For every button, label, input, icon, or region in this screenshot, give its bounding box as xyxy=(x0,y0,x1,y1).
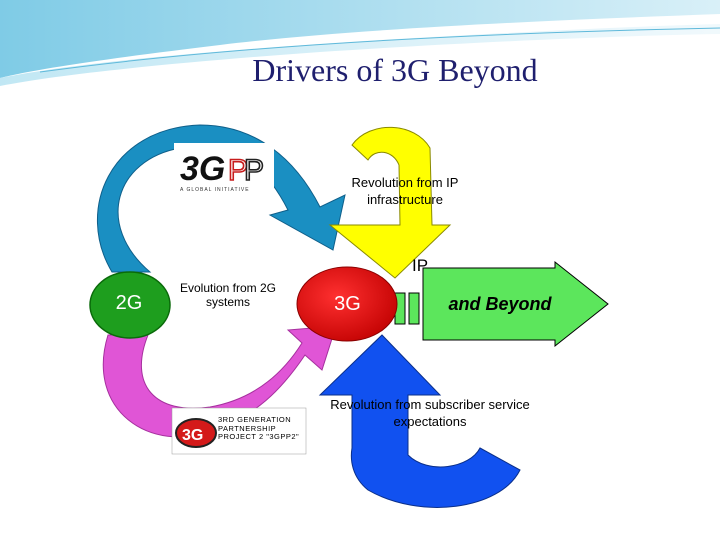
label-revolution-ip: Revolution from IP infrastructure xyxy=(351,175,459,207)
label-2g: 2G xyxy=(115,292,143,314)
label-and-beyond: and Beyond xyxy=(448,294,552,314)
svg-text:P: P xyxy=(228,154,248,187)
node-2g xyxy=(89,271,171,339)
label-revolution-subscriber: Revolution from subscriber service expec… xyxy=(330,397,530,429)
arc-arrow-top xyxy=(96,124,346,273)
logo-3gpp-tagline: A GLOBAL INITIATIVE xyxy=(180,187,250,193)
arc-arrow-bottom xyxy=(102,325,337,438)
logo-3gpp-mark: 3G xyxy=(180,150,225,188)
subscriber-revolution-arrow xyxy=(318,334,521,508)
logo-3gpp2-text: 3RD GENERATION PARTNERSHIP PROJECT 2 "3G… xyxy=(218,415,300,441)
svg-text:P: P xyxy=(244,154,264,187)
beyond-arrow xyxy=(391,260,609,348)
label-3g: 3G xyxy=(334,293,361,315)
logo-3gpp: 3G P P xyxy=(174,143,274,198)
svg-text:3G: 3G xyxy=(182,427,203,444)
label-evolution-2g: Evolution from 2G systems xyxy=(179,281,277,309)
ip-revolution-arrow xyxy=(328,126,452,279)
header-swoosh xyxy=(0,0,720,86)
slide-title: Drivers of 3G Beyond xyxy=(252,52,538,88)
logo-3gpp2: 3G xyxy=(171,407,307,455)
label-ip: IP xyxy=(411,256,429,275)
node-3g xyxy=(296,266,398,342)
